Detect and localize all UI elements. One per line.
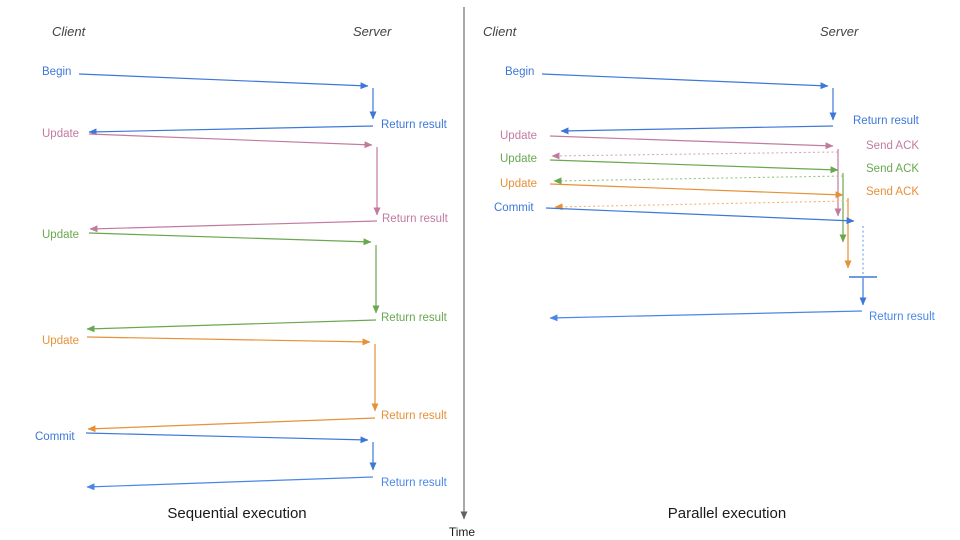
- ack-dashed-arrow: [553, 175, 844, 185]
- client-lifeline-header: Client: [52, 24, 87, 39]
- request-label: Update: [42, 128, 79, 140]
- request-arrow: [545, 207, 855, 225]
- response-arrow: [87, 417, 376, 433]
- response-label: Return result: [381, 410, 448, 422]
- request-arrow: [549, 183, 844, 199]
- response-arrow: [560, 125, 834, 135]
- step-update-2: Update Send ACK: [500, 153, 919, 243]
- step-update-1: Update Send ACK: [500, 130, 919, 217]
- response-arrow: [89, 220, 378, 233]
- response-arrow: [86, 319, 377, 333]
- request-label: Begin: [42, 66, 71, 78]
- time-axis: Time: [449, 7, 476, 539]
- step-update-1: Update Return result: [42, 128, 449, 233]
- client-lifeline-header: Client: [483, 24, 518, 39]
- request-label: Update: [42, 229, 79, 241]
- response-arrow: [88, 125, 374, 136]
- ack-dashed-arrow: [554, 200, 849, 211]
- step-begin: Begin Return result: [42, 66, 448, 136]
- request-arrow: [78, 73, 369, 90]
- request-arrow: [85, 432, 369, 444]
- step-update-3: Update Send ACK: [500, 178, 919, 269]
- request-arrow: [549, 135, 834, 150]
- server-lifeline-header: Server: [353, 24, 392, 39]
- request-arrow: [541, 73, 829, 90]
- response-label: Return result: [382, 213, 449, 225]
- response-label: Return result: [381, 312, 448, 324]
- step-commit: Commit Return result: [494, 202, 936, 323]
- request-arrow: [88, 133, 373, 149]
- step-commit: Commit Return result: [35, 431, 448, 491]
- step-update-3: Update Return result: [42, 335, 448, 433]
- request-label: Update: [500, 153, 537, 165]
- step-update-2: Update Return result: [42, 229, 448, 333]
- response-label: Send ACK: [866, 163, 919, 175]
- request-arrow: [88, 232, 372, 246]
- request-arrow: [86, 336, 371, 346]
- request-label: Commit: [494, 202, 534, 214]
- time-axis-label: Time: [449, 525, 476, 539]
- response-label: Return result: [381, 119, 448, 131]
- request-label: Update: [500, 130, 537, 142]
- request-label: Commit: [35, 431, 75, 443]
- request-label: Update: [500, 178, 537, 190]
- ack-dashed-arrow: [551, 151, 839, 160]
- response-label: Return result: [381, 477, 448, 489]
- response-arrow: [549, 310, 863, 322]
- step-begin: Begin Return result: [505, 66, 920, 135]
- request-label: Begin: [505, 66, 534, 78]
- request-arrow: [549, 159, 839, 174]
- response-label: Send ACK: [866, 140, 919, 152]
- panel-title: Parallel execution: [668, 505, 786, 522]
- response-label: Return result: [869, 311, 936, 323]
- response-arrow: [86, 476, 374, 491]
- panel-title: Sequential execution: [167, 505, 306, 522]
- response-label: Send ACK: [866, 186, 919, 198]
- sequential-panel: Client Server Begin Return result Update…: [35, 24, 449, 522]
- response-label: Return result: [853, 115, 920, 127]
- request-label: Update: [42, 335, 79, 347]
- server-lifeline-header: Server: [820, 24, 859, 39]
- parallel-panel: Client Server Begin Return result Update…: [483, 24, 936, 522]
